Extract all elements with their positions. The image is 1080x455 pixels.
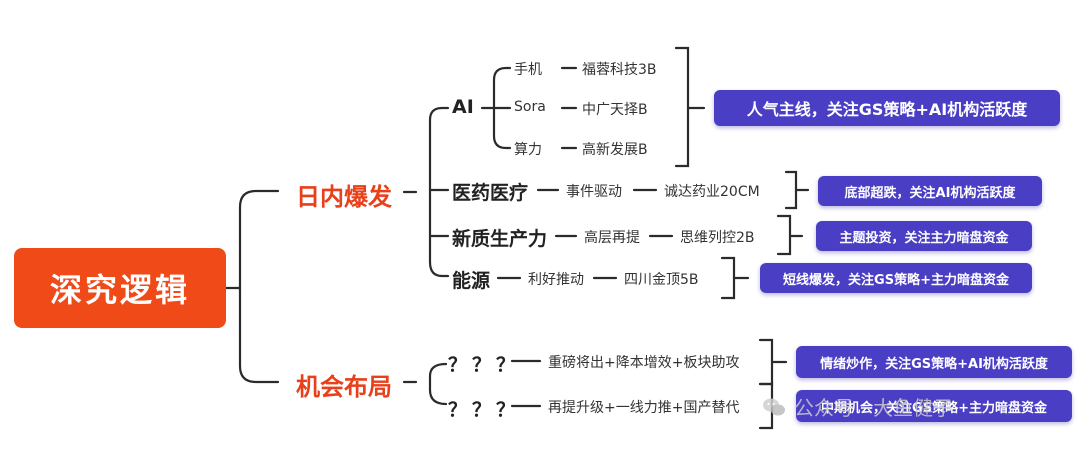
detail-unknown-2: 再提升级+一线力推+国产替代 <box>548 400 740 416</box>
watermark: 公众号 · 大鱼健子 <box>762 392 953 421</box>
note-energy: 短线爆发，关注GS策略+主力暗盘资金 <box>760 263 1032 293</box>
note-new-productivity: 主题投资，关注主力暗盘资金 <box>816 221 1032 251</box>
sector-unknown-2: ？？？ <box>448 399 521 421</box>
sector-medical: 医药医疗 <box>452 182 529 204</box>
stock-gaoxin: 高新发展B <box>582 142 648 158</box>
sector-unknown-1: ？？？ <box>448 354 521 376</box>
note-unknown-2: 中期机会，关注GS策略+主力暗盘资金 <box>796 390 1072 422</box>
sector-energy: 能源 <box>452 270 491 292</box>
watermark-text: 公众号 · 大鱼健子 <box>794 396 954 420</box>
note-medical: 底部超跌，关注AI机构活跃度 <box>818 176 1042 206</box>
sector-new-productivity: 新质生产力 <box>452 228 548 250</box>
branch-opportunity: 机会布局 <box>296 373 392 401</box>
topic-compute: 算力 <box>514 142 542 158</box>
root-node: 深究逻辑 <box>14 248 226 328</box>
note-ai: 人气主线，关注GS策略+AI机构活跃度 <box>714 90 1060 126</box>
stock-chengda: 诚达药业20CM <box>664 184 760 200</box>
detail-unknown-1: 重磅将出+降本增效+板块助攻 <box>548 355 740 371</box>
stock-zhongguang: 中广天择B <box>582 102 648 118</box>
topic-event-driven: 事件驱动 <box>566 184 622 200</box>
branch-intraday: 日内爆发 <box>296 183 392 211</box>
stock-sichuan-jinding: 四川金顶5B <box>624 272 699 288</box>
topic-high-level: 高层再提 <box>584 230 640 246</box>
note-unknown-1: 情绪炒作，关注GS策略+AI机构活跃度 <box>796 346 1072 378</box>
wechat-icon <box>762 397 786 417</box>
stock-siwei: 思维列控2B <box>680 230 755 246</box>
stock-furong: 福蓉科技3B <box>582 62 657 78</box>
sector-ai: AI <box>452 96 474 118</box>
topic-good-news: 利好推动 <box>528 272 584 288</box>
topic-phone: 手机 <box>514 62 542 78</box>
topic-sora: Sora <box>514 99 546 115</box>
